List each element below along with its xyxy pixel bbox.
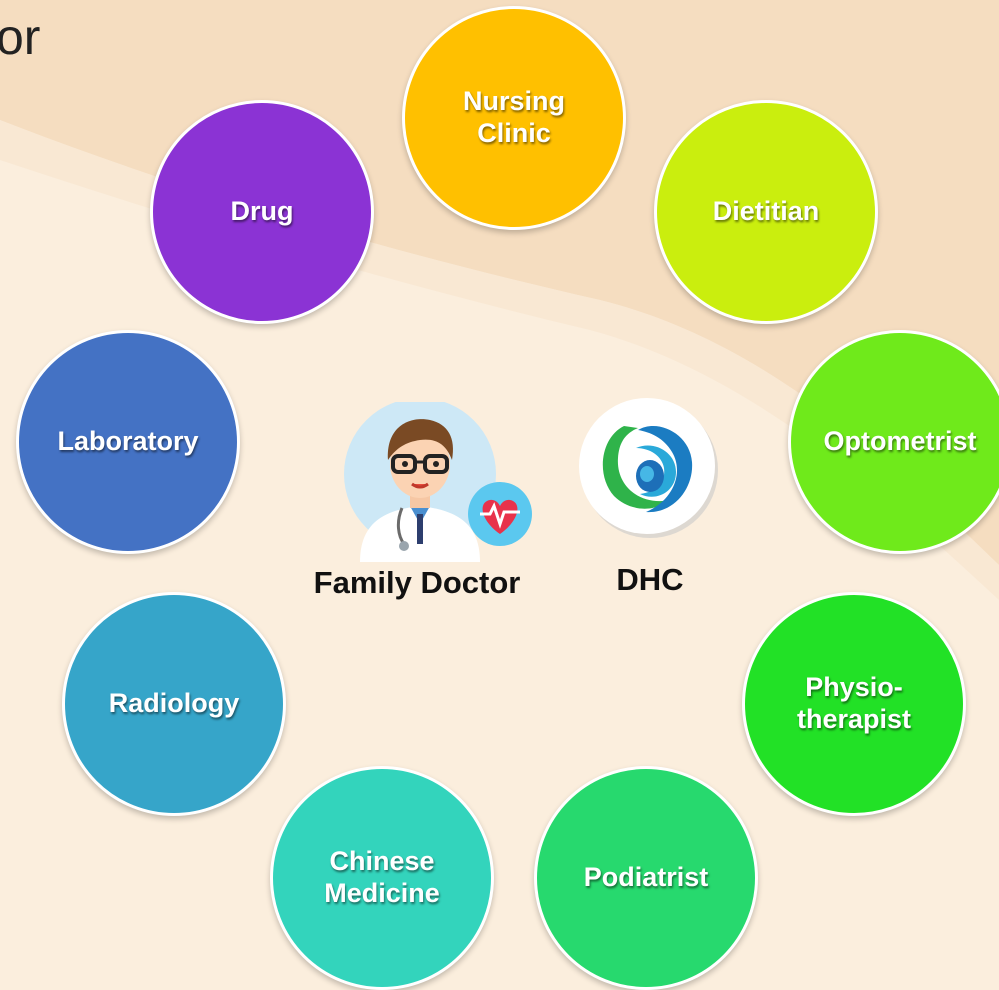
- page-title-fragment: or: [0, 9, 41, 65]
- service-bubble-podiatrist: Podiatrist: [534, 766, 758, 990]
- service-label-optometrist: Optometrist: [813, 426, 986, 458]
- service-label-drug: Drug: [221, 196, 304, 228]
- service-label-line: Clinic: [477, 118, 551, 148]
- service-label-line: therapist: [796, 704, 912, 734]
- service-label-line: Optometrist: [823, 426, 977, 457]
- service-label-physiotherapist: Physio-therapist: [787, 672, 921, 736]
- service-bubble-laboratory: Laboratory: [16, 330, 240, 554]
- service-label-laboratory: Laboratory: [47, 426, 208, 458]
- service-bubble-radiology: Radiology: [62, 592, 286, 816]
- service-label-line: Medicine: [324, 878, 440, 908]
- service-label-dietitian: Dietitian: [703, 196, 830, 228]
- doctor-avatar-icon: [340, 398, 540, 562]
- family-doctor-label: Family Doctor: [313, 565, 521, 600]
- service-label-line: Physio-: [805, 672, 903, 703]
- service-label-line: Podiatrist: [583, 862, 709, 893]
- service-label-line: Drug: [230, 196, 294, 227]
- service-label-line: Chinese: [329, 846, 435, 877]
- service-label-line: Dietitian: [712, 196, 820, 227]
- service-label-line: Nursing: [462, 86, 565, 117]
- service-label-radiology: Radiology: [99, 688, 250, 720]
- dhc-label: DHC: [616, 562, 684, 597]
- service-bubble-optometrist: Optometrist: [788, 330, 999, 554]
- dhc-logo-icon: [578, 396, 728, 546]
- service-label-podiatrist: Podiatrist: [574, 862, 719, 894]
- service-label-line: Radiology: [108, 688, 240, 719]
- service-bubble-dietitian: Dietitian: [654, 100, 878, 324]
- service-bubble-physiotherapist: Physio-therapist: [742, 592, 966, 816]
- service-bubble-drug: Drug: [150, 100, 374, 324]
- service-label-line: Laboratory: [57, 426, 199, 457]
